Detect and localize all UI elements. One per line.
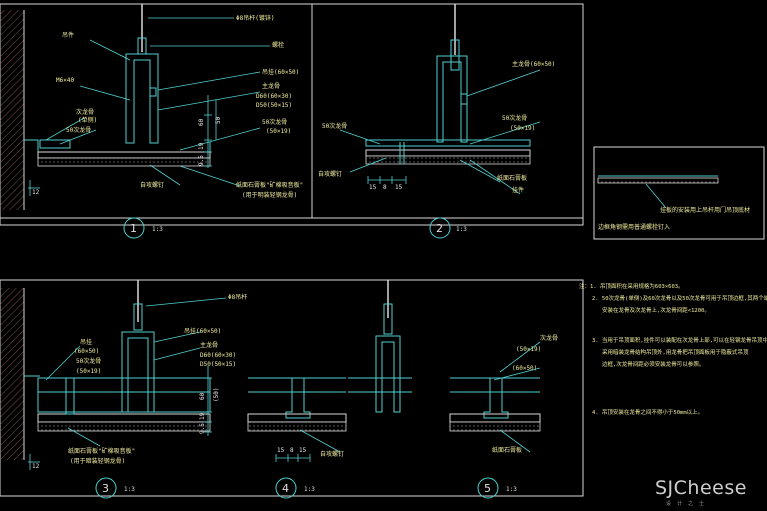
caption-side-detail: 边框角钢需用普通螺栓钉入	[598, 223, 670, 231]
dim-d3-2: 15	[395, 184, 403, 191]
label-board1-3: 纸面石膏板"矿棉吸音板"	[68, 447, 135, 455]
label-nut-1: 螺栓	[272, 41, 284, 49]
dim-b-1: 9.5	[198, 155, 205, 166]
detail-4: 15 8 15 自攻螺钉 4 1:3	[247, 377, 347, 499]
detail-number-4: 4	[282, 482, 289, 495]
label-hanger2-3: (60×50)	[74, 348, 99, 355]
detail-5: 次龙骨 (50×19) (60×50) 纸面石膏板 5 1:3	[348, 280, 558, 499]
label-rod-3: Φ8吊杆	[228, 293, 247, 301]
label-main3-1: D60(60×30)	[256, 93, 292, 100]
notes: 注：1. 吊顶面积在采用规格为603×603。 2. 50次龙骨(单侧)及60次…	[579, 282, 767, 416]
dim-top-3: 60	[199, 392, 206, 400]
label-hanger-1: 吊件	[62, 31, 74, 39]
dim-left-1: 12	[32, 189, 40, 196]
label-side-2: 50次龙骨	[322, 122, 347, 130]
label-main2-3: 主龙骨	[200, 341, 218, 349]
label-sub1-2: 50次龙骨	[502, 114, 527, 122]
dim-a-3: 19	[199, 412, 206, 420]
dim-top-1: 60	[198, 118, 205, 126]
label-hanger1-3: 吊挂	[80, 338, 92, 346]
dim-d1-4: 15	[277, 447, 285, 454]
note-2a: 2. 50次龙骨(单侧)及60次龙骨以及50次龙骨可用于吊顶边框,其两个端部用以	[592, 294, 767, 302]
detail-number-1: 1	[130, 222, 137, 235]
detail-scale-2: 1:3	[456, 226, 467, 233]
detail-scale-1: 1:3	[152, 226, 163, 233]
detail-scale-3: 1:3	[124, 486, 135, 493]
label-clip-2: 挂件	[512, 186, 524, 194]
ceiling-board-1	[37, 157, 211, 167]
label-board1-1: 纸面石膏板"矿棉吸音板"	[236, 181, 303, 189]
label-main3-3: D60(60×30)	[200, 352, 236, 359]
label-l1-5: 次龙骨	[540, 334, 558, 342]
label-board-2: 纸面石膏板	[497, 174, 527, 182]
detail-3: Φ8吊杆 吊挂 (60×50) 50次龙骨 (50×19) 吊挂(60×50) …	[0, 280, 247, 499]
label-side-1: 次龙骨	[76, 108, 94, 116]
detail-number-5: 5	[484, 482, 491, 495]
label-sub2-1: (50×19)	[266, 128, 291, 135]
dim-d2-2: 8	[383, 184, 387, 191]
note-title: 注：1. 吊顶面积在采用规格为603×603。	[579, 282, 684, 290]
label-side-3: 50次龙骨	[76, 357, 101, 365]
label-main2-1: 主龙骨	[262, 82, 280, 90]
dim-d3-4: 15	[299, 447, 307, 454]
label-board2-3: (用于暗装轻钢龙骨)	[70, 457, 125, 465]
label-sub1-1: 50次龙骨	[262, 118, 287, 126]
label-side-size-1: 50次龙骨	[66, 126, 91, 134]
dim-a-1: 19	[198, 142, 205, 150]
wall-hatch-1	[0, 10, 24, 210]
detail-marker-4	[275, 477, 297, 499]
detail-side: 挂板的安装用上吊杆用门吊顶底材 边框角钢需用普通螺栓钉入	[597, 175, 750, 231]
dim-left-3: 12	[32, 463, 40, 470]
note-3b: 采用暗装龙骨结构吊顶外,用龙骨把吊顶面板用于隐蔽式吊顶	[602, 348, 749, 356]
label-sub-3: (50×19)	[76, 368, 101, 375]
label-main4-3: D50(50×15)	[200, 361, 236, 368]
label-main-3: 吊挂(60×50)	[184, 327, 221, 335]
label-l2-5: (50×19)	[516, 346, 541, 353]
dim-mid-3: (50)	[213, 388, 220, 402]
dim-d1-2: 15	[369, 184, 377, 191]
watermark-brand: SJCheese	[655, 477, 747, 499]
label-bolt-title-1: M6×40	[56, 77, 74, 84]
label-board2-1: (用于明装轻钢龙骨)	[242, 191, 297, 199]
note-2b: 安装在龙骨及次龙骨上,次龙骨间距<1200。	[602, 306, 710, 314]
label-main1-1: 吊挂(60×50)	[262, 68, 299, 76]
detail-1: Φ8吊杆(镀锌) 螺栓 吊件 M6×40 次龙骨 (单侧) 50次龙骨 吊挂(6…	[0, 4, 303, 239]
dim-b-3: 9.5	[199, 423, 206, 434]
detail-marker-3	[95, 477, 117, 499]
note-3c: 边框,次龙骨间距必须安装龙骨可以参照。	[602, 360, 704, 368]
detail-number-2: 2	[436, 222, 443, 235]
label-main-2: 主龙骨(60×50)	[512, 60, 555, 68]
label-side2-1: (单侧)	[78, 116, 97, 124]
dim-d2-4: 8	[290, 447, 294, 454]
detail-scale-5: 1:3	[506, 486, 517, 493]
watermark: SJCheese 设计之士	[655, 477, 747, 507]
note-3a: 3. 当用于吊顶面积,挂件可以装配在次龙骨上部,可以在轻钢龙骨吊顶中	[592, 336, 767, 344]
dim-mid-1: 50	[215, 116, 222, 124]
label-l3-5: (60×50)	[512, 365, 537, 372]
watermark-sub: 设计之士	[666, 500, 710, 507]
label-board-5: 纸面石膏板	[492, 446, 522, 454]
label-rod-1: Φ8吊杆(镀锌)	[236, 14, 274, 22]
label-sub2-2: (50×19)	[510, 125, 535, 132]
detail-2: 主龙骨(60×50) 50次龙骨 50次龙骨 (50×19) 自攻螺钉 纸面石膏…	[318, 4, 555, 239]
detail-number-3: 3	[102, 482, 109, 495]
detail-scale-4: 1:3	[304, 486, 315, 493]
label-main4-1: D50(50×15)	[256, 102, 292, 109]
detail-marker-1	[123, 217, 145, 239]
main-runner-1	[125, 53, 159, 144]
detail-marker-5	[477, 477, 499, 499]
note-4: 4. 吊顶安装在龙骨之间不得小于50mm以上。	[592, 408, 703, 416]
label-screw-2: 自攻螺钉	[318, 170, 342, 178]
label-panel-1: 自攻螺钉	[140, 181, 164, 189]
label-screw-4: 自攻螺钉	[320, 450, 344, 458]
label-side-detail: 挂板的安装用上吊杆用门吊顶底材	[660, 206, 750, 214]
detail-marker-2	[429, 217, 451, 239]
